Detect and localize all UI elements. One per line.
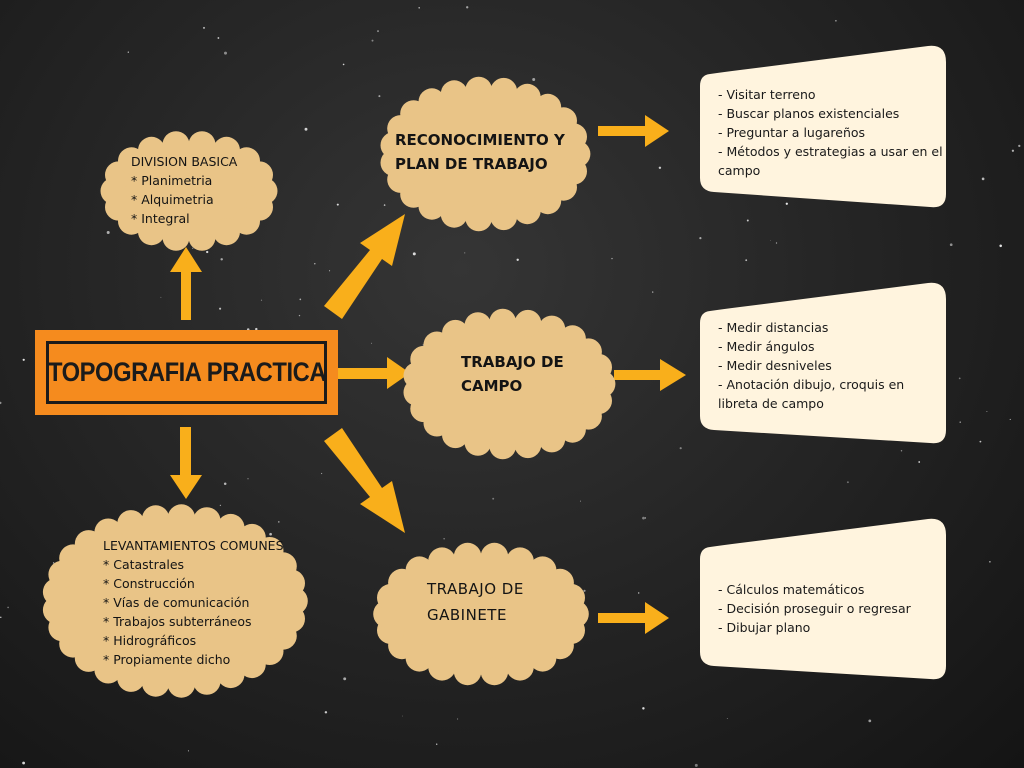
detail-item: - Medir ángulos [718, 339, 815, 354]
levantamientos-cloud: LEVANTAMIENTOS COMUNES * Catastrales * C… [42, 504, 308, 698]
detail-item: libreta de campo [718, 396, 824, 411]
levantamientos-item: * Hidrográficos [103, 633, 197, 648]
levantamientos-heading: LEVANTAMIENTOS COMUNES [103, 538, 284, 553]
arrow-to-reconocimiento [324, 214, 405, 319]
reconocimiento-text: RECONOCIMIENTO Y PLAN DE TRABAJO [395, 128, 565, 176]
stage-label-line: PLAN DE TRABAJO [395, 155, 548, 173]
detail-item: - Anotación dibujo, croquis en [718, 377, 905, 392]
division-basica-text: DIVISION BASICA * Planimetria * Alquimet… [131, 152, 237, 228]
stage-label-line: GABINETE [427, 606, 507, 624]
gabinete-details-text: - Cálculos matemáticos - Decisión proseg… [718, 580, 911, 637]
levantamientos-item: * Propiamente dicho [103, 652, 231, 667]
cloud-shape [403, 308, 616, 460]
arrow-to-levantamientos [170, 427, 202, 499]
stage-label-line: CAMPO [461, 377, 523, 395]
campo-details-card: - Medir distancias - Medir ángulos - Med… [700, 281, 947, 445]
detail-item: - Visitar terreno [718, 87, 816, 102]
reconocimiento-details-card: - Visitar terreno - Buscar planos existe… [700, 44, 947, 209]
arrow-to-campo-details [614, 359, 686, 391]
arrow-to-trabajo-gabinete [324, 428, 405, 533]
levantamientos-text: LEVANTAMIENTOS COMUNES * Catastrales * C… [103, 536, 284, 669]
detail-item: - Decisión proseguir o regresar [718, 601, 911, 616]
trabajo-gabinete-text: TRABAJO DE GABINETE [427, 576, 524, 628]
cloud-shape [100, 131, 278, 251]
division-basica-item: * Planimetria [131, 173, 213, 188]
division-basica-item: * Alquimetria [131, 192, 214, 207]
card-shape [700, 45, 946, 208]
gabinete-details-card: - Cálculos matemáticos - Decisión proseg… [700, 517, 947, 681]
stage-label-line: TRABAJO DE [461, 353, 564, 371]
arrow-to-trabajo-campo [338, 357, 410, 389]
arrow-to-reconocimiento-details [598, 115, 669, 147]
trabajo-gabinete-cloud: TRABAJO DE GABINETE [373, 542, 589, 686]
levantamientos-item: * Catastrales [103, 557, 185, 572]
arrow-to-division-basica [170, 247, 202, 320]
card-shape [700, 282, 946, 444]
detail-item: - Dibujar plano [718, 620, 811, 635]
division-basica-item: * Integral [131, 211, 190, 226]
detail-item: - Medir desniveles [718, 358, 832, 373]
levantamientos-item: * Vías de comunicación [103, 595, 250, 610]
detail-item: campo [718, 163, 761, 178]
cloud-shape [42, 504, 308, 698]
detail-item: - Preguntar a lugareños [718, 125, 866, 140]
title-inner-frame: TOPOGRAFIA PRACTICA [46, 341, 327, 404]
trabajo-campo-text: TRABAJO DE CAMPO [461, 350, 564, 398]
cloud-shape [373, 542, 589, 686]
detail-item: - Medir distancias [718, 320, 829, 335]
stage-label-line: RECONOCIMIENTO Y [395, 131, 565, 149]
detail-item: - Cálculos matemáticos [718, 582, 865, 597]
detail-item: - Buscar planos existenciales [718, 106, 900, 121]
levantamientos-item: * Construcción [103, 576, 195, 591]
diagram-title: TOPOGRAFIA PRACTICA [47, 357, 326, 387]
reconocimiento-cloud: RECONOCIMIENTO Y PLAN DE TRABAJO [380, 76, 591, 232]
topografia-practica-title-box: TOPOGRAFIA PRACTICA [35, 330, 338, 415]
division-basica-heading: DIVISION BASICA [131, 154, 238, 169]
detail-item: - Métodos y estrategias a usar en el [718, 144, 943, 159]
trabajo-campo-cloud: TRABAJO DE CAMPO [403, 308, 616, 460]
campo-details-text: - Medir distancias - Medir ángulos - Med… [718, 318, 904, 413]
card-shape [700, 518, 946, 680]
stage-label-line: TRABAJO DE [427, 580, 524, 598]
arrow-to-gabinete-details [598, 602, 669, 634]
cloud-shape [380, 76, 591, 232]
levantamientos-item: * Trabajos subterráneos [103, 614, 252, 629]
reconocimiento-details-text: - Visitar terreno - Buscar planos existe… [718, 85, 943, 180]
division-basica-cloud: DIVISION BASICA * Planimetria * Alquimet… [100, 131, 278, 251]
